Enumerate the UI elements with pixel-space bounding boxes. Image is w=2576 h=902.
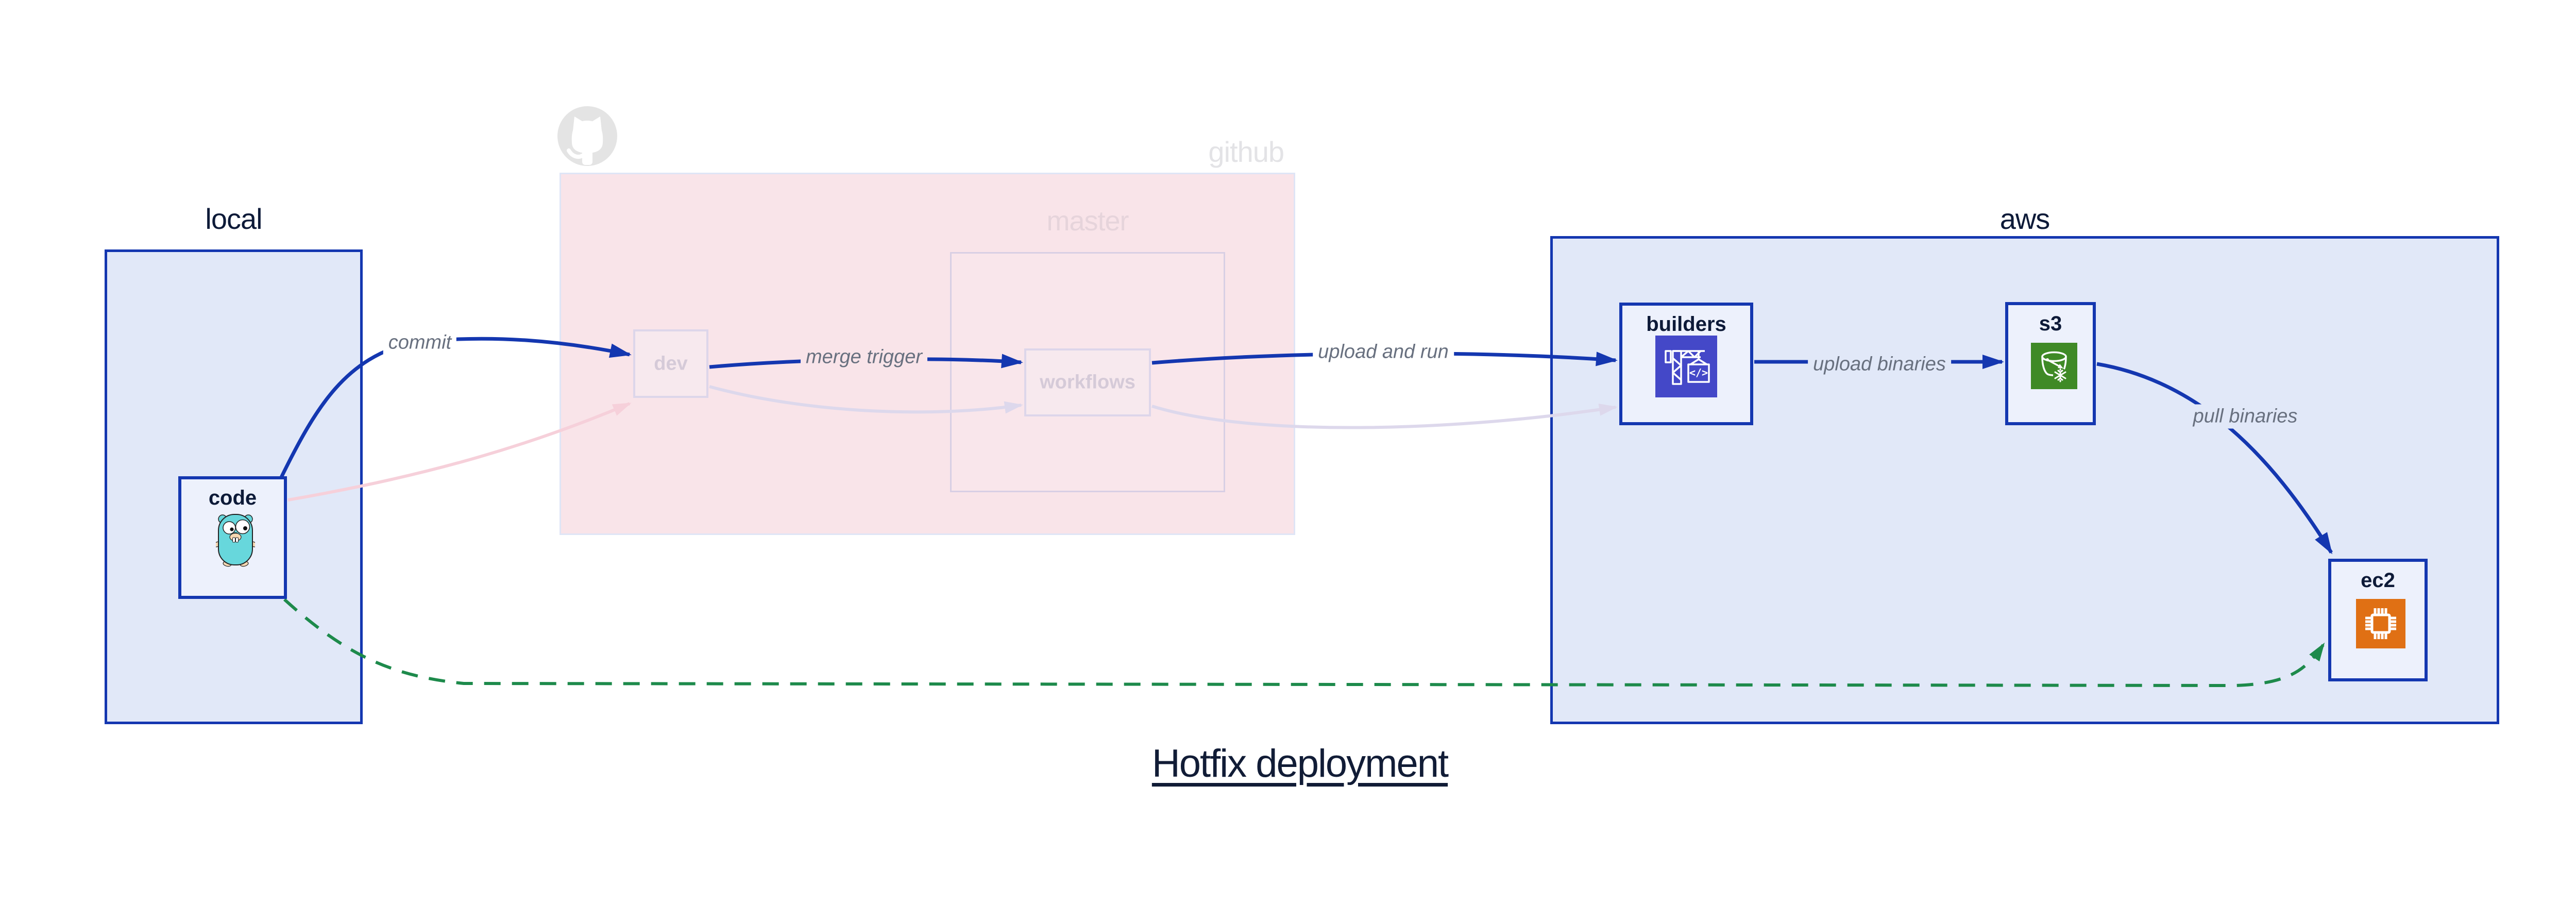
faded-commit-arrow [287, 402, 632, 502]
svg-text:</>: </> [1689, 366, 1708, 379]
ec2-node-label: ec2 [2361, 569, 2395, 592]
github-group-label: github [1208, 136, 1284, 168]
merge-trigger-edge-label: merge trigger [801, 345, 927, 370]
code-node: code [178, 476, 287, 599]
local-group-label: local [205, 203, 262, 235]
upload-binaries-edge-label: upload binaries [1808, 352, 1951, 377]
codebuild-crane-icon: </> [1655, 336, 1717, 397]
builders-node: builders </> [1619, 303, 1753, 425]
dev-node-label: dev [654, 353, 688, 374]
ec2-node: ec2 [2328, 559, 2428, 681]
code-node-label: code [208, 487, 257, 509]
commit-edge-label: commit [383, 330, 457, 355]
pull-binaries-arrow [2096, 362, 2333, 555]
ec2-chip-icon [2356, 599, 2405, 648]
diagram-title: Hotfix deployment [1151, 742, 1449, 786]
upload-and-run-edge-label: upload and run [1313, 340, 1454, 364]
s3-bucket-icon [2031, 343, 2077, 389]
pull-binaries-edge-label: pull binaries [2188, 404, 2303, 429]
s3-node-label: s3 [2039, 312, 2062, 335]
faded-merge-arrow [709, 385, 1023, 414]
workflows-node-label: workflows [1040, 371, 1136, 393]
faded-upload-arrow [1151, 403, 1618, 429]
github-octocat-icon [556, 105, 618, 167]
master-group-label: master [1046, 206, 1129, 237]
dev-node: dev [633, 329, 708, 398]
aws-group-label: aws [1999, 203, 2050, 235]
workflows-node: workflows [1024, 348, 1151, 416]
commit-arrow [279, 337, 632, 479]
hotfix-dashed-arrow [283, 598, 2325, 688]
builders-node-label: builders [1646, 313, 1726, 336]
gopher-icon [213, 512, 258, 567]
s3-node: s3 [2005, 302, 2096, 425]
